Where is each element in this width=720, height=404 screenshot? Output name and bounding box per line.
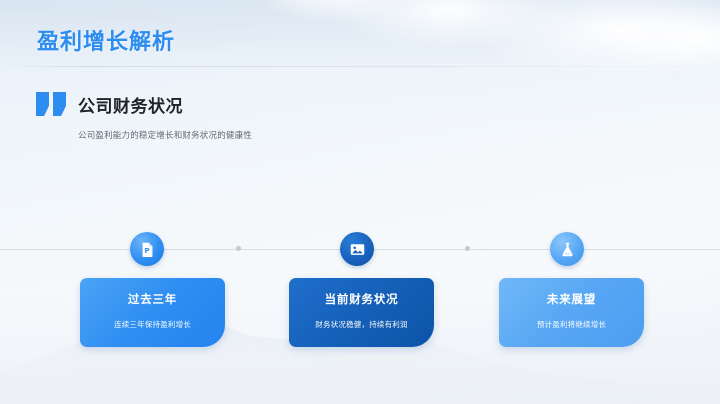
quote-mark-icon [36,92,66,118]
timeline-node-3[interactable] [550,232,584,266]
file-document-icon: P [142,242,152,257]
timeline-node-1[interactable]: P [130,232,164,266]
timeline-node-2[interactable] [340,232,374,266]
quote-heading: 公司财务状况 [78,97,183,117]
image-picture-icon [350,243,364,255]
card-description: 连续三年保持盈利增长 [114,320,191,329]
timeline-card-2[interactable]: 当前财务状况 财务状况稳健，持续有利润 [289,278,434,347]
card-title: 过去三年 [127,292,178,306]
flask-beaker-icon [561,242,573,256]
card-title: 未来展望 [546,292,597,306]
timeline-dot [465,246,470,251]
timeline-dot [236,246,241,251]
card-description: 预计盈利将继续增长 [536,320,607,329]
timeline-card-1[interactable]: 过去三年 连续三年保持盈利增长 [80,278,225,347]
quote-block: 公司财务状况 公司盈利能力的稳定增长和财务状况的健康性 [36,88,336,141]
card-title: 当前财务状况 [324,292,399,306]
quote-subtitle: 公司盈利能力的稳定增长和财务状况的健康性 [78,131,253,141]
quote-heading-row: 公司财务状况 [36,88,336,118]
card-description: 财务状况稳健，持续有利润 [315,320,408,329]
svg-text:P: P [144,246,149,255]
timeline-card-3[interactable]: 未来展望 预计盈利将继续增长 [499,278,644,347]
title-divider [0,66,720,67]
page-title: 盈利增长解析 [37,30,176,55]
